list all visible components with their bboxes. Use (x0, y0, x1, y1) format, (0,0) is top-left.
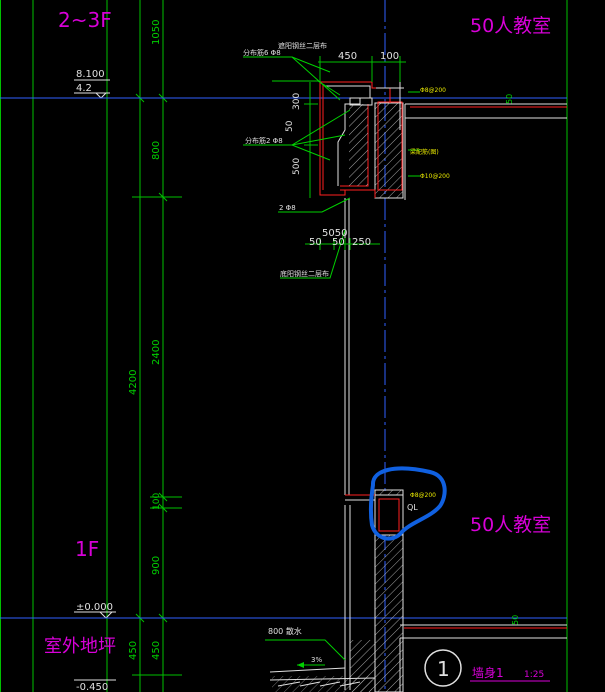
lower-dimensions (305, 238, 380, 250)
upper-beam-rebar (377, 101, 403, 191)
lower-slab-dim: 50 (511, 615, 520, 625)
detail-number: 1 (437, 657, 450, 681)
dim-50: 50 (285, 120, 295, 132)
detail-scale: 1:25 (524, 670, 544, 680)
callout-fen1: 分布筋6 Φ8 (243, 48, 281, 57)
dim-100-top: 100 (380, 51, 399, 62)
svg-text:8.100: 8.100 (76, 69, 105, 80)
dim-250: 250 (352, 237, 371, 248)
svg-text:±0.000: ±0.000 (76, 602, 113, 613)
dim-4200: 4200 (128, 370, 139, 395)
sunshade-hatch (349, 104, 368, 186)
upper-floor-label: 2~3F (58, 8, 112, 32)
callout-bottom-note: 底阳钢丝二层布 (280, 269, 329, 278)
elevation-marker-bottom: -0.450 (74, 679, 116, 692)
dim-50-a: 50 (309, 237, 322, 248)
dim-2400: 2400 (151, 340, 162, 365)
callout-fen2: 分布筋2 Φ8 (245, 136, 283, 145)
dim-900: 900 (151, 556, 162, 575)
upper-room-label: 50人教室 (470, 15, 551, 37)
dim-100: 100 (152, 493, 162, 510)
ql-beam (374, 494, 404, 536)
dim-300: 300 (292, 93, 302, 110)
outdoor-ground-label: 室外地坪 (44, 636, 116, 657)
drawing-frame (0, 0, 568, 692)
callout-slope: 3% (311, 656, 322, 664)
dim-450-top: 450 (338, 51, 357, 62)
dim-450-b: 450 (151, 641, 162, 660)
dim-800: 800 (151, 141, 162, 160)
callout-ql-rebar: Φ8@200 (410, 492, 436, 499)
dim-1050: 1050 (151, 20, 162, 45)
slope-arrow (297, 662, 304, 668)
top-dimensions (318, 56, 406, 82)
ql-beam-rebar (378, 498, 400, 532)
callout-ql: QL (407, 503, 418, 512)
callout-top-note: 遮阳钢丝二层布 (278, 41, 327, 50)
dim-5050: 5050 (322, 228, 347, 239)
dim-450-a: 450 (128, 641, 139, 660)
lower-floor-label: 1F (75, 537, 99, 561)
foundation-hatch (272, 676, 372, 692)
callout-2phi8: 2 Φ8 (279, 204, 296, 212)
callout-phi10: Φ10@200 (420, 173, 450, 180)
elevation-marker-zero: ±0.000 (74, 602, 116, 619)
sunshade-vertical-dims (304, 82, 318, 198)
dim-500: 500 (292, 158, 302, 175)
callout-phi8-200: Φ8@200 (420, 87, 446, 94)
leader-lines (243, 56, 420, 666)
lower-floor-slab (399, 624, 567, 692)
window-frame (344, 198, 350, 495)
dim-50-b: 50 (332, 237, 345, 248)
callout-waterproof: 800 散水 (268, 626, 302, 636)
lower-room-label: 50人教室 (470, 514, 551, 536)
detail-title: 墙身1 (472, 665, 504, 680)
ql-highlight-mark[interactable] (368, 466, 447, 541)
wall-column-upper (374, 102, 404, 199)
detail-number-circle (424, 649, 462, 687)
svg-text:4.2: 4.2 (76, 83, 92, 94)
svg-text:-0.450: -0.450 (76, 682, 108, 692)
upper-floor-slab (404, 103, 567, 200)
callout-beam-note: 梁配筋(图) (410, 148, 439, 156)
elevation-marker-top: 8.100 4.2 (74, 69, 110, 99)
upper-slab-dim: 50 (505, 94, 514, 104)
